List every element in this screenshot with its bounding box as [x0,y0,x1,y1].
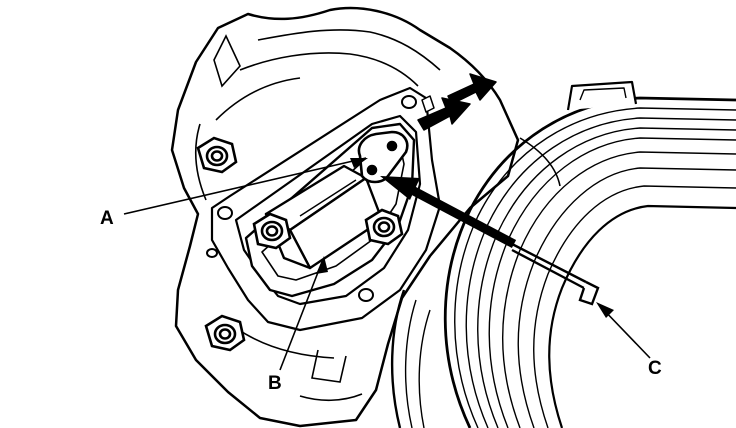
callout-label-a: A [100,208,114,229]
arrowhead-c [596,302,614,318]
upper-bracket [566,80,638,111]
leader-b [279,261,323,371]
tool-c-pin [511,242,600,306]
rotation-arrows [417,73,497,131]
insertion-arrow [380,176,517,248]
hex-bolt-upper-left [196,136,238,174]
arrowhead-a [350,158,368,168]
leader-a [123,157,367,215]
hex-bolt-center-left [252,212,292,250]
hex-bolt-center-right [364,208,404,246]
arrowhead-b [316,256,328,274]
plate-holes [206,95,417,302]
callout-label-b: B [268,373,282,394]
callout-label-c: C [648,358,662,379]
housing-contours [194,29,561,402]
callout-arrowheads [316,158,614,318]
part-a-link [357,130,409,184]
hex-bolt-lower-left [204,314,246,352]
